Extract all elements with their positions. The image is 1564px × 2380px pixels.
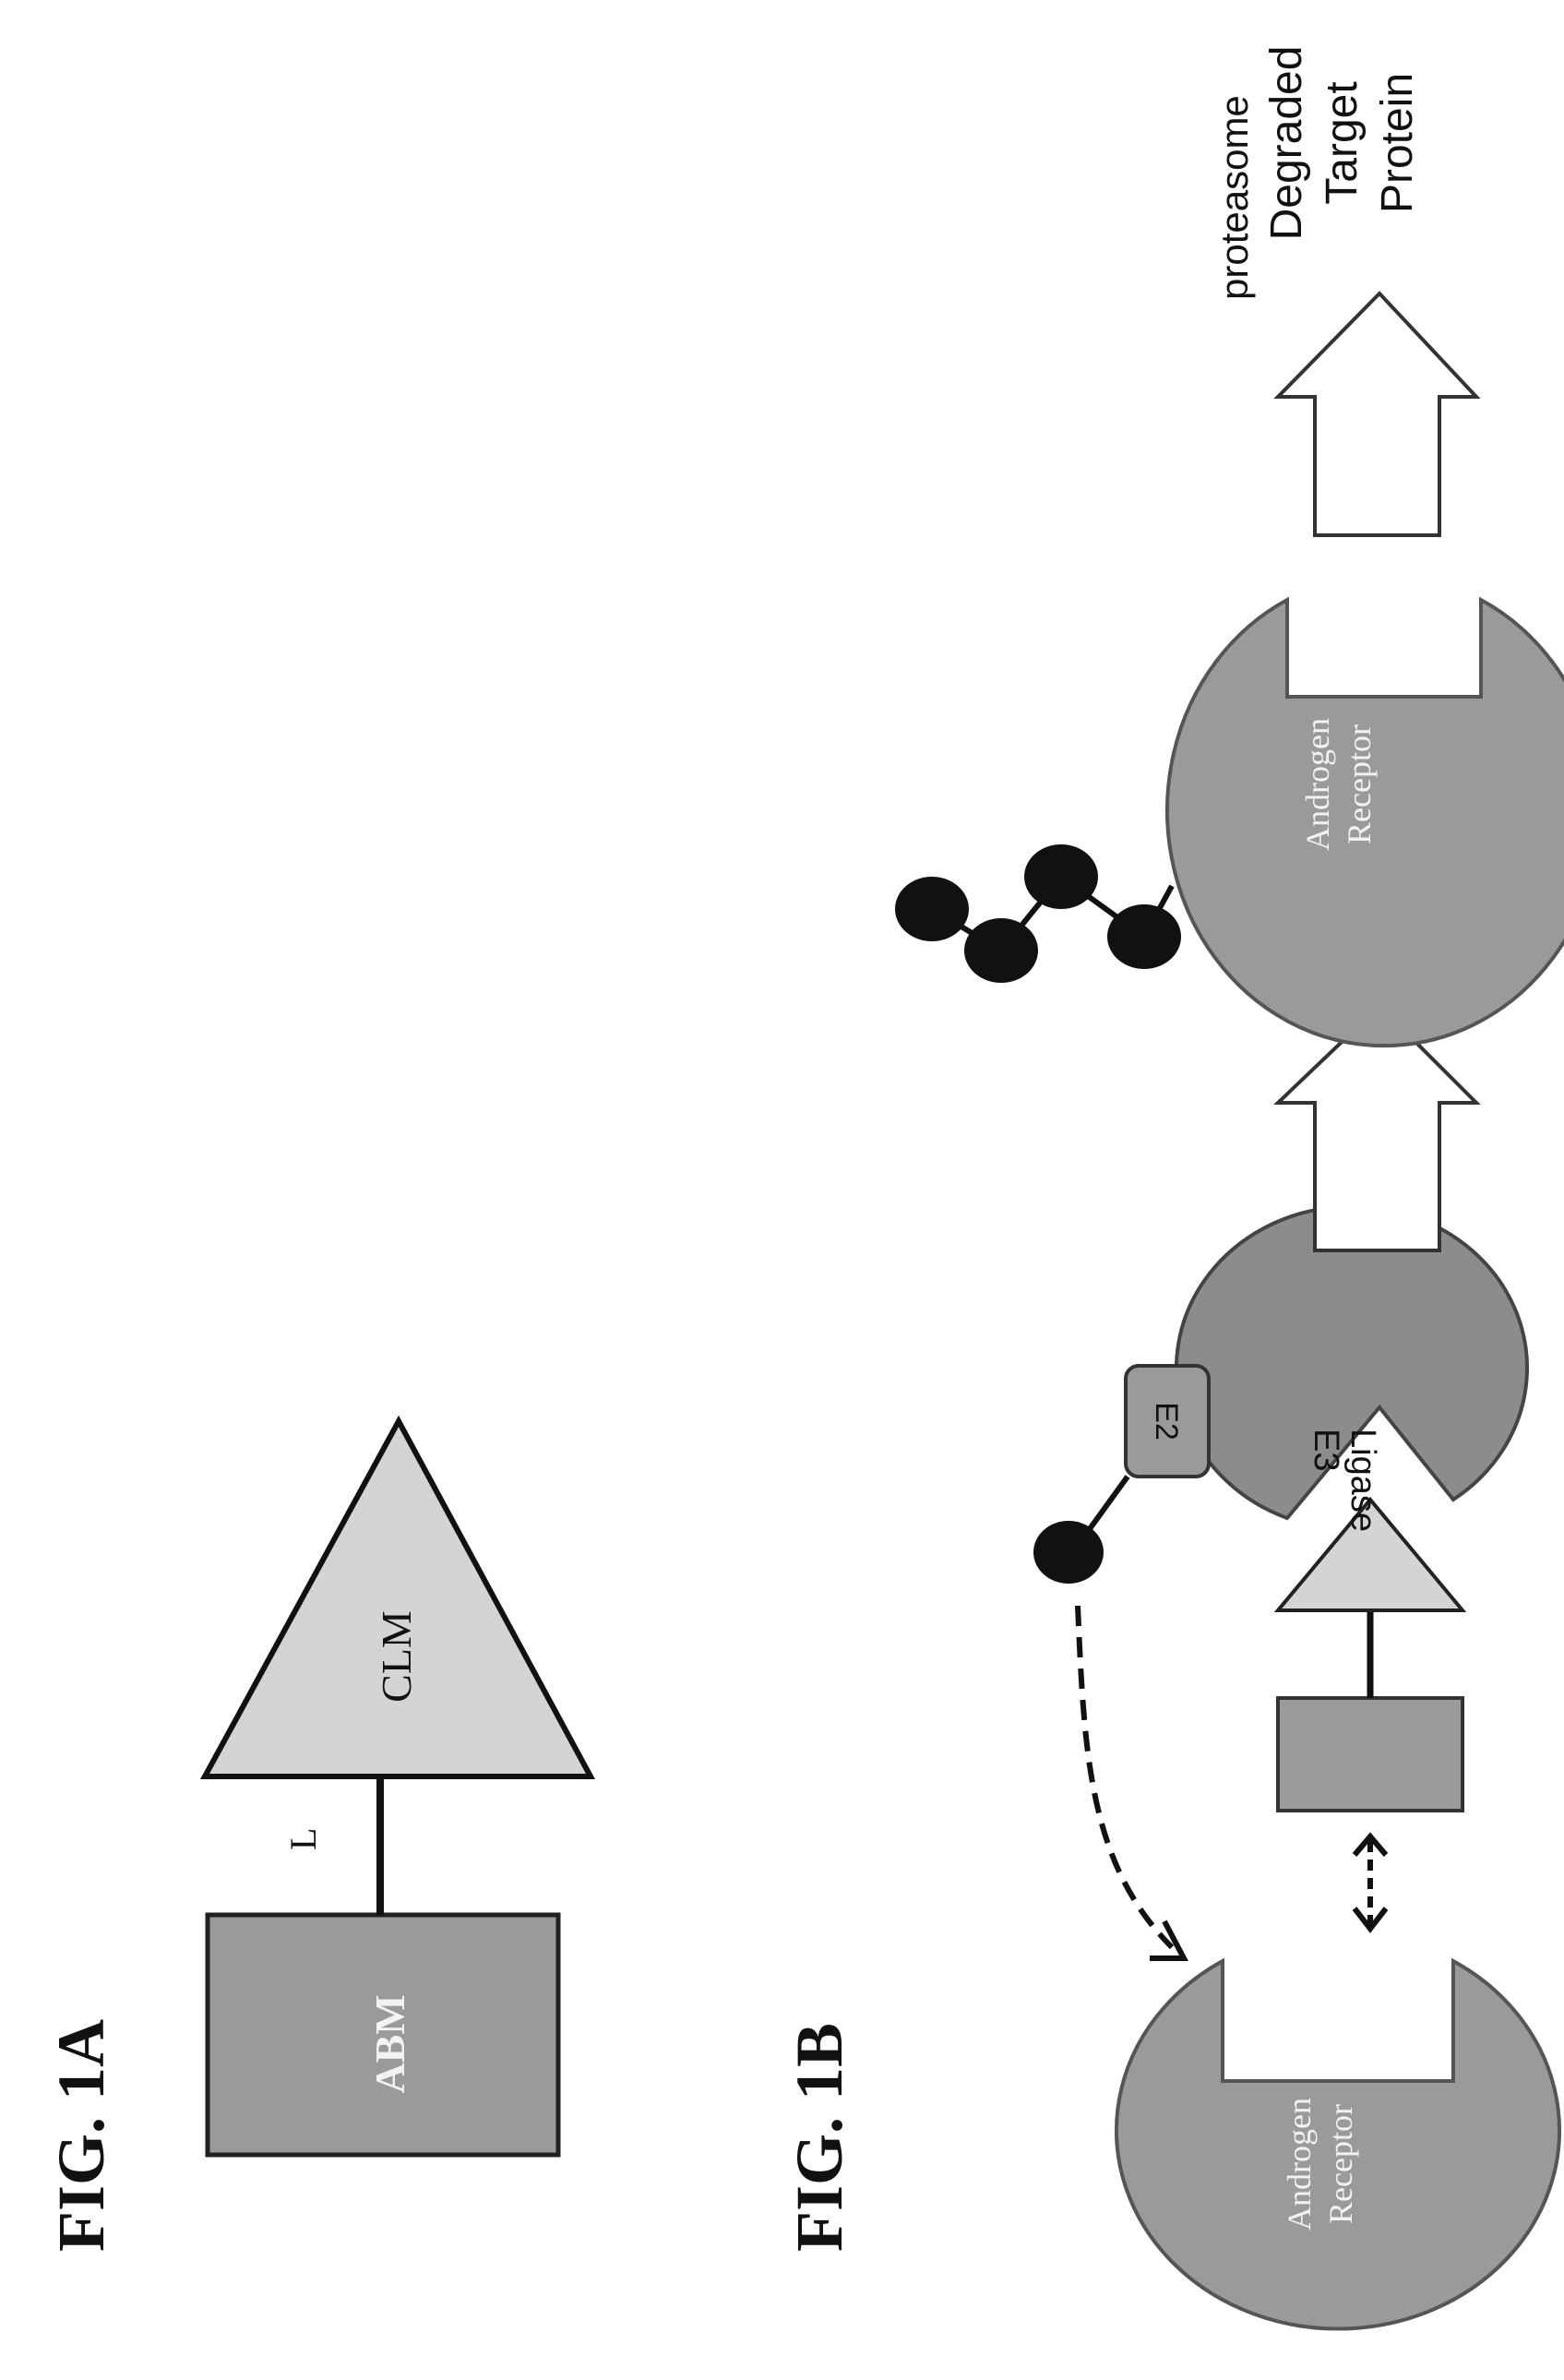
- receptor-left-line2: Receptor: [1322, 2104, 1359, 2224]
- binding-double-arrow: [1355, 1836, 1386, 1929]
- fig-1b-title: FIG. 1B: [782, 2023, 856, 2252]
- proteasome-label: proteasome: [1212, 95, 1256, 300]
- e3-ligase: E3 Ligase: [1176, 1206, 1546, 1532]
- fig-1a-title: FIG. 1A: [44, 2019, 118, 2252]
- degraded-line2: Target: [1318, 81, 1367, 204]
- abm-label: ABM: [366, 1994, 413, 2093]
- receptor-left-line1: Androgen: [1281, 2098, 1318, 2231]
- e3-line1: E3: [1307, 1429, 1345, 1471]
- receptor-right-line1: Androgen: [1299, 718, 1336, 851]
- abm-box: ABM: [208, 1915, 558, 2155]
- receptor-right-line2: Receptor: [1341, 724, 1378, 844]
- e3-line2: Ligase: [1343, 1429, 1382, 1532]
- protac-abm-square: [1278, 1698, 1463, 1811]
- linker-label: L: [282, 1828, 324, 1850]
- androgen-receptor-right: Androgen Receptor: [1116, 595, 1564, 1056]
- polyubiquitin-chain: [895, 844, 1181, 983]
- ubiquitin-single: [1033, 1521, 1104, 1584]
- e2-ubiquitin-bond: [1084, 1477, 1128, 1537]
- degraded-line1: Degraded: [1262, 46, 1311, 241]
- clm-label: CLM: [373, 1610, 420, 1703]
- e2-label: E2: [1149, 1402, 1184, 1441]
- dashed-transfer-arrow: [1078, 1606, 1172, 1947]
- degraded-line3: Protein: [1373, 73, 1422, 213]
- e2-box: E2: [1126, 1366, 1209, 1477]
- process-arrow-2: [1278, 293, 1476, 535]
- clm-triangle: CLM: [205, 1421, 591, 1776]
